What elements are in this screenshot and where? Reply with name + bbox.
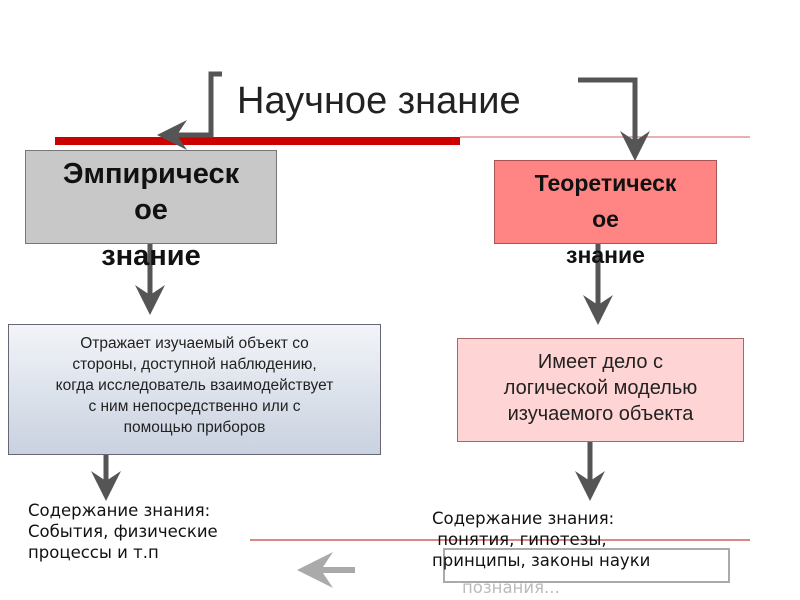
theoretical-content: Содержание знания: понятия, гипотезы, пр… [432,508,650,571]
empirical-content: Содержание знания: События, физические п… [28,500,218,563]
text-line: логической моделью [503,377,698,399]
text-line: с ним непосредственно или с [88,398,301,415]
text-line: Отражает изучаемый объект со [80,335,309,352]
theoretical-heading: Теоретическ ое знание [494,172,717,280]
empirical-box [25,150,277,244]
text-line: когда исследователь взаимодействует [55,377,334,394]
heading-line: ое [592,206,619,232]
faded-text: познания... [462,578,560,597]
text-line: стороны, доступной наблюдению, [72,356,317,373]
theoretical-description: Имеет дело с логической моделью изучаемо… [457,338,744,442]
text-line: Содержание знания: [432,509,615,528]
heading-line: ое [134,194,168,226]
heading-line: Эмпирическ [62,158,240,190]
text-line: Содержание знания: [28,501,211,520]
text-line: помощью приборов [123,419,266,436]
heading-line: знание [101,240,201,272]
empirical-description: Отражает изучаемый объект со стороны, до… [8,324,381,455]
theoretical-box [494,160,717,244]
empirical-heading: Эмпирическ ое знание [25,160,277,278]
text-line: Имеет дело с [537,351,664,373]
page-title: Научное знание [237,80,521,122]
heading-line: знание [566,242,645,268]
arrow-to-theoretical [578,77,650,161]
text-line: понятия, гипотезы, [432,530,607,549]
heading-line: Теоретическ [534,170,677,196]
arrow-to-empirical [157,71,222,150]
text-line: События, физические [28,522,218,541]
text-line: принципы, законы науки [432,551,651,570]
text-line: изучаемого объекта [507,403,694,425]
faded-frame [443,548,730,583]
text-line: процессы и т.п [28,543,159,562]
